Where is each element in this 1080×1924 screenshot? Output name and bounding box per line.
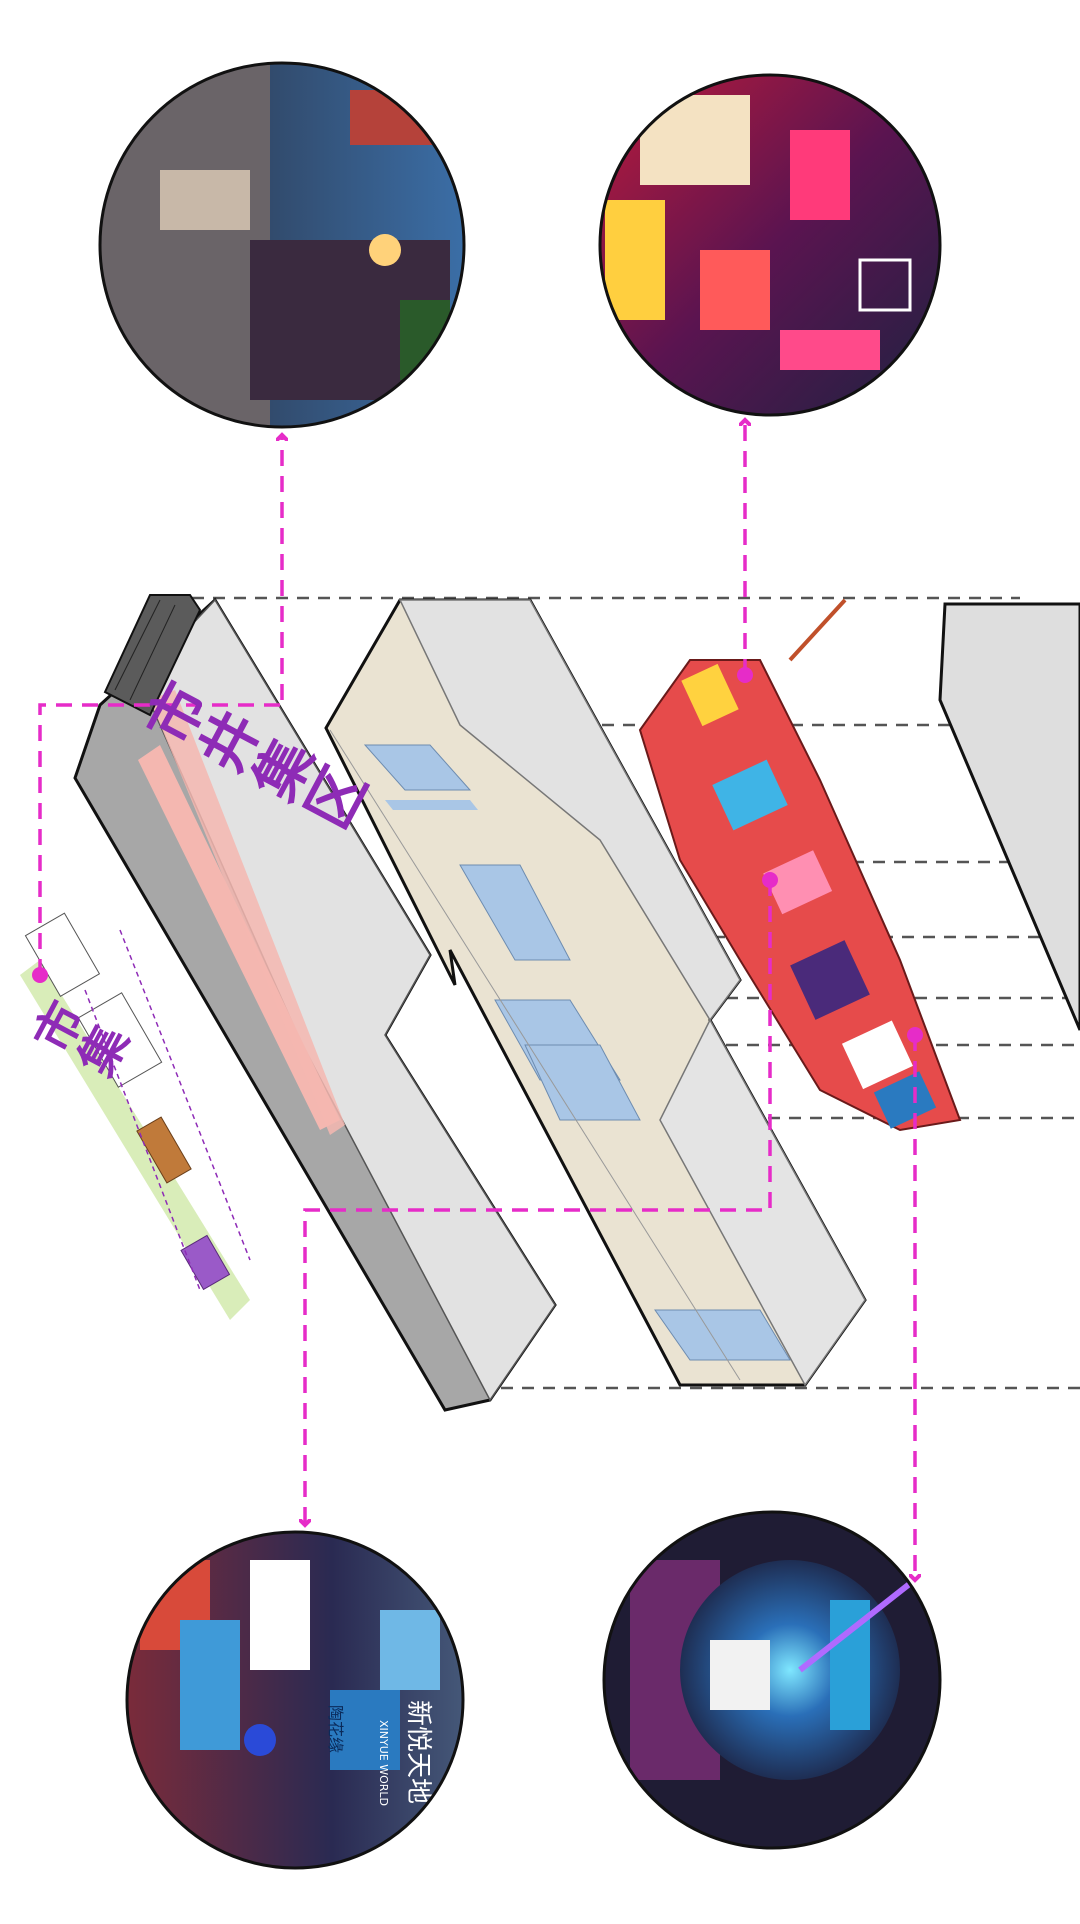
market-stalls xyxy=(20,912,251,1320)
callout-lines xyxy=(38,420,915,1580)
callout-dots xyxy=(32,667,923,1043)
mall-shop-sign: 陶花缘 xyxy=(326,1705,345,1753)
volume-interior xyxy=(324,598,867,1387)
photo-circle-neon xyxy=(600,75,940,415)
callout-market-bracket xyxy=(38,703,282,975)
photo-circle-gate xyxy=(604,1512,940,1848)
volume-rear xyxy=(938,602,1080,1031)
neon-signage-layer xyxy=(638,598,962,1132)
callout-to-mall-photo xyxy=(305,880,772,1525)
mall-brand-en: XINYUE WORLD xyxy=(377,1720,390,1806)
photo-circle-mall xyxy=(127,1532,463,1868)
mall-brand-cn: 新悦天地 xyxy=(403,1700,433,1804)
volume-facade xyxy=(73,594,557,1412)
